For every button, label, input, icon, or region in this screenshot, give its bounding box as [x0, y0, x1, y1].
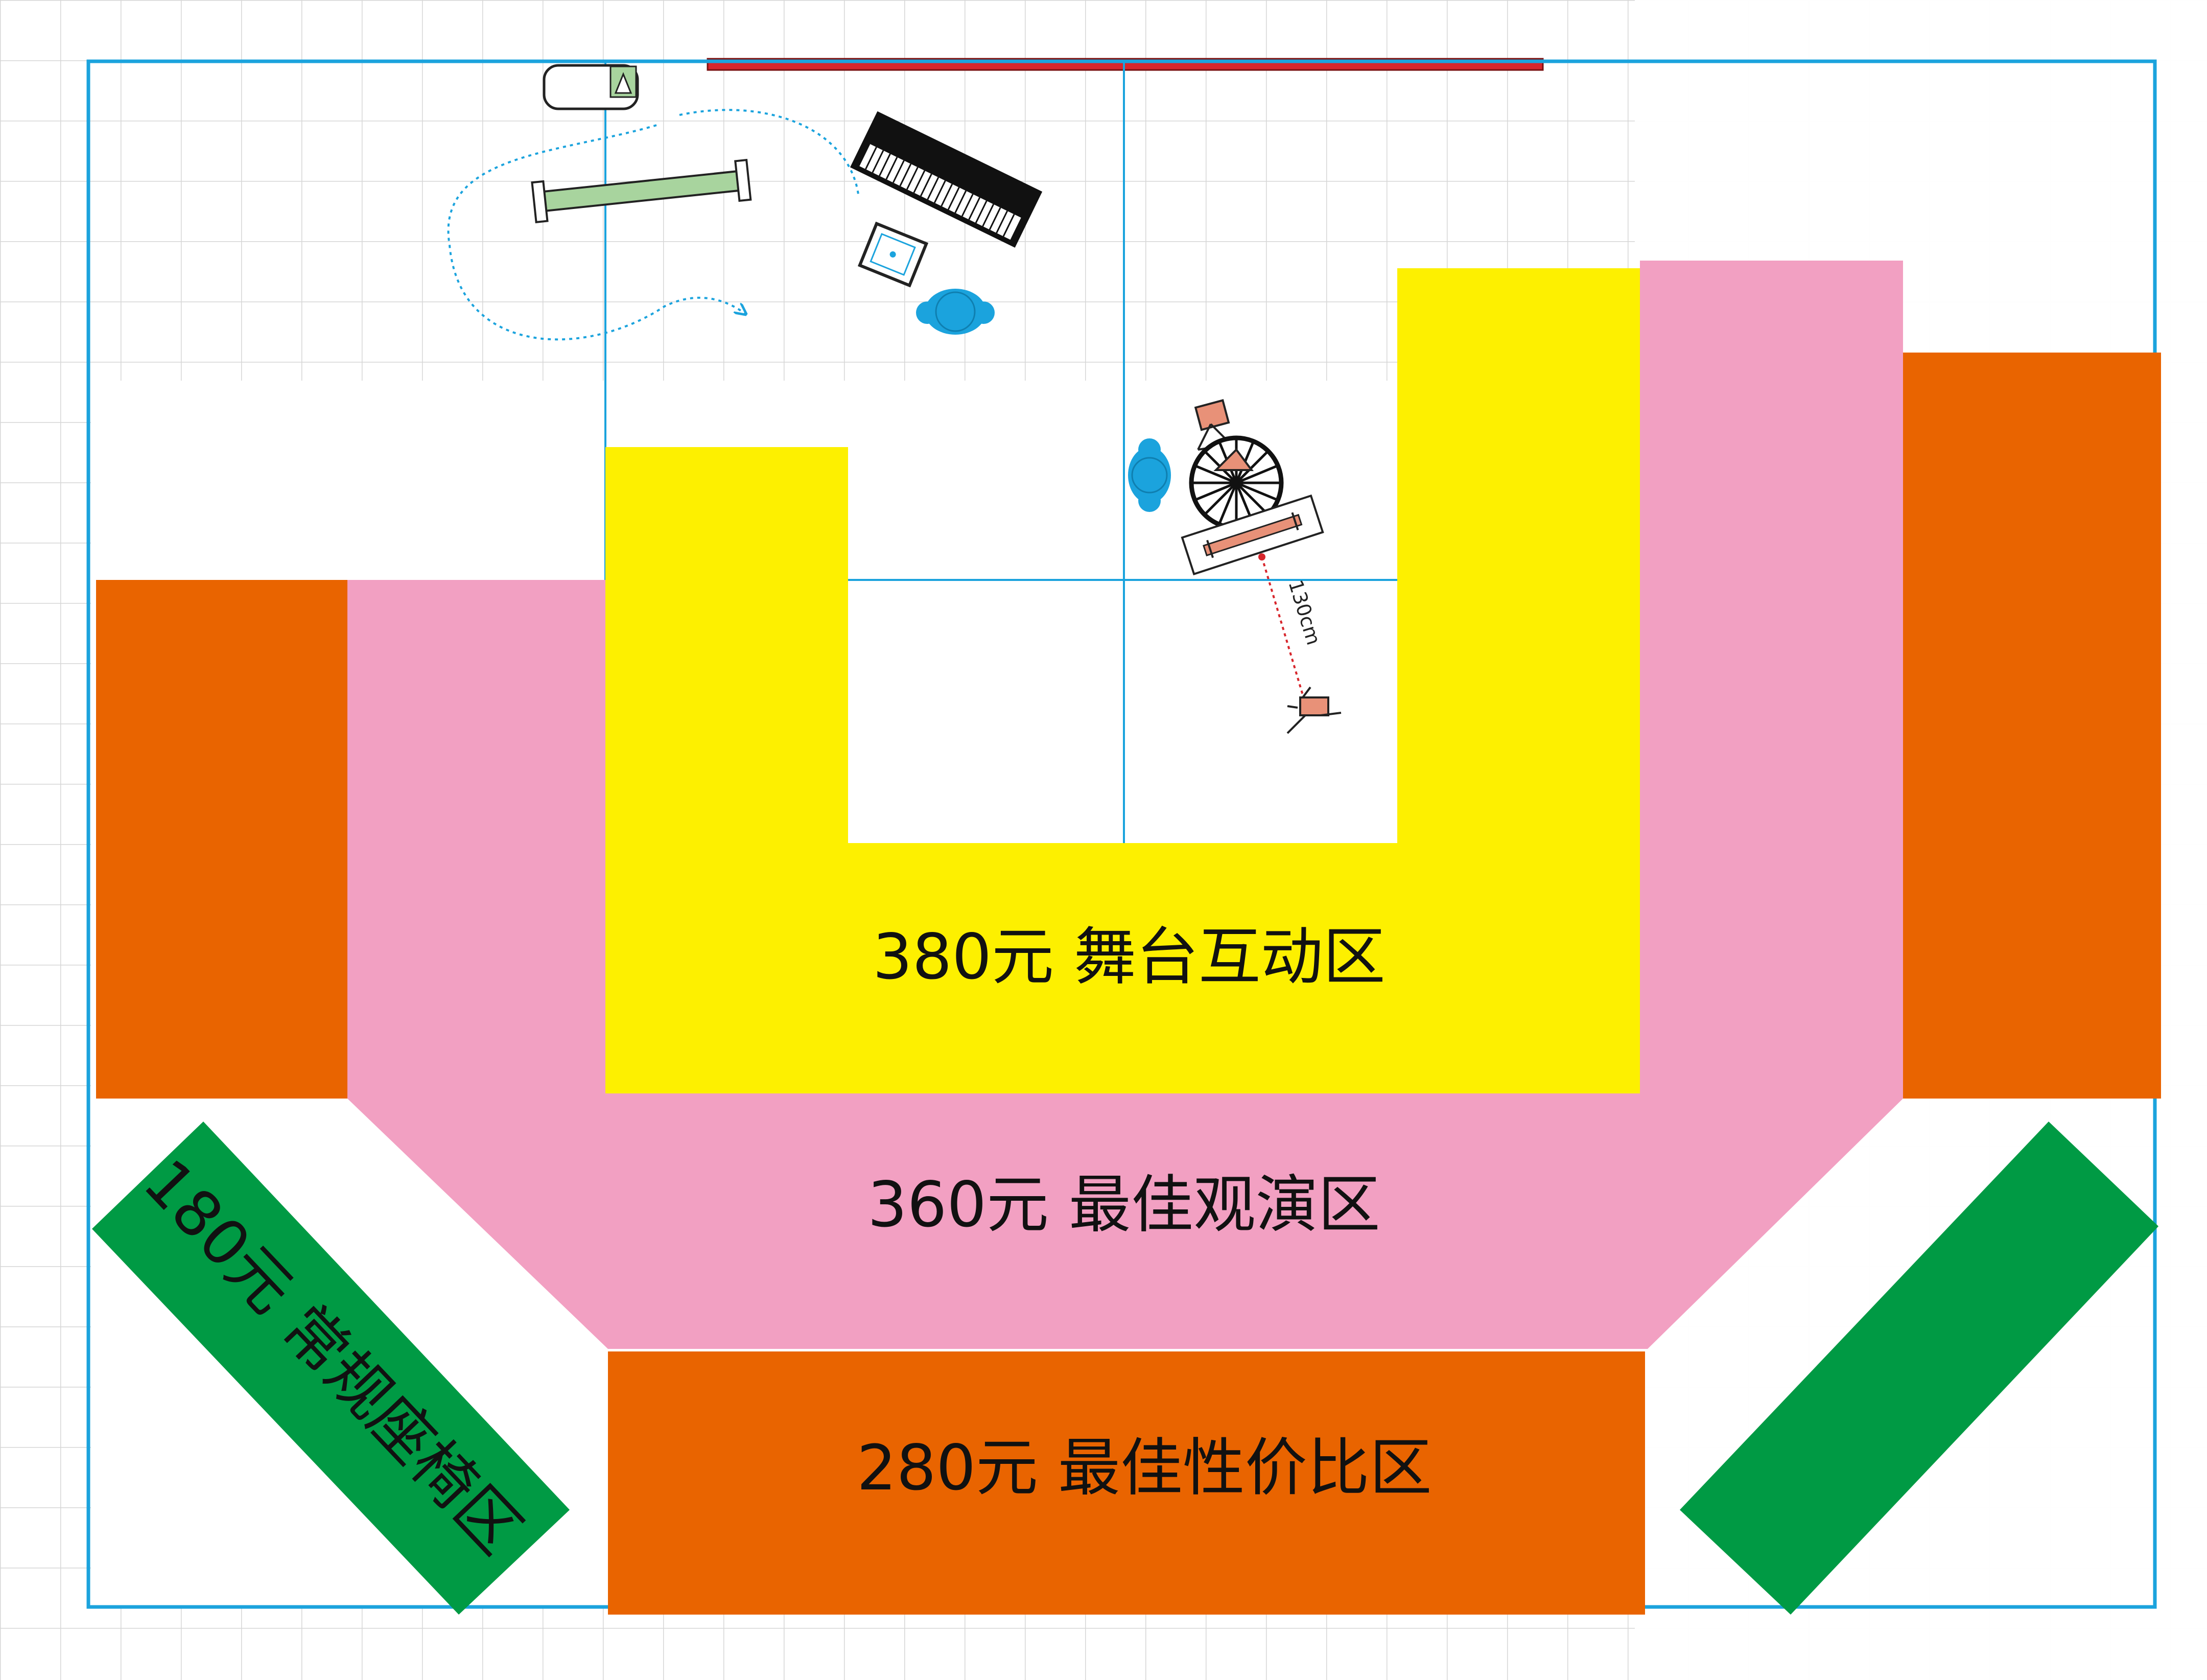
drum-spoke	[1236, 465, 1277, 484]
drum-spoke	[1196, 481, 1237, 501]
drum-spoke	[1196, 465, 1237, 484]
drum-spoke	[1218, 482, 1238, 523]
mic-stand-icon	[1286, 686, 1342, 734]
keyboard-key	[996, 211, 1008, 234]
keyboard-key	[872, 150, 884, 173]
zone-stage-interaction	[605, 268, 1640, 1093]
label-best-value: 280元 最佳性价比区	[857, 1432, 1432, 1504]
keyboard-key	[947, 187, 960, 210]
keyboard-key	[885, 156, 898, 180]
performer-icon	[916, 289, 995, 335]
drum-kit-icon	[1189, 399, 1284, 530]
amplifier-icon	[857, 221, 929, 288]
keyboard-key	[920, 173, 932, 197]
keyboard-key	[899, 164, 912, 186]
zone-side-orange-left	[96, 580, 347, 1099]
zone-best-value	[608, 1351, 1645, 1615]
zone-best-view	[347, 261, 1903, 1349]
label-best-view: 360元 最佳观演区	[867, 1169, 1380, 1241]
keyboard-key	[975, 200, 988, 223]
keyboard-key	[1002, 214, 1015, 237]
keyboard-key	[858, 143, 871, 167]
label-stage-interaction: 380元 舞台互动区	[873, 921, 1386, 993]
keyboard-key	[927, 177, 940, 200]
performer-icon	[1128, 438, 1171, 512]
keyboard-key	[954, 190, 967, 214]
zone-side-orange-right	[1903, 353, 2161, 1099]
keyboard-key	[933, 180, 946, 203]
distance-start-dot	[1258, 553, 1265, 561]
keyboard-key	[982, 204, 995, 227]
keyboard-key	[879, 153, 891, 176]
keyboard-key	[906, 167, 919, 190]
drum-spoke	[1205, 482, 1237, 515]
keyboard-piano-icon	[850, 111, 1043, 248]
keyboard-key	[893, 160, 905, 183]
drum-spoke	[1235, 451, 1268, 484]
keyboard-key	[865, 147, 877, 170]
keyboard-key	[968, 197, 981, 220]
distance-line	[1261, 556, 1304, 695]
zone-regular-seats-right	[1680, 1122, 2158, 1615]
keyboard-key	[961, 194, 974, 217]
table-icon	[531, 158, 752, 223]
drum-spoke	[1236, 481, 1277, 501]
keyboard-key	[941, 183, 953, 207]
zone-regular-seats-left	[92, 1122, 570, 1615]
keyboard-key	[989, 207, 1001, 230]
drum-spoke	[1235, 482, 1268, 515]
monitor-speaker-icon	[543, 64, 639, 110]
drum-riser-icon	[1181, 494, 1324, 575]
keyboard-key	[913, 170, 926, 193]
